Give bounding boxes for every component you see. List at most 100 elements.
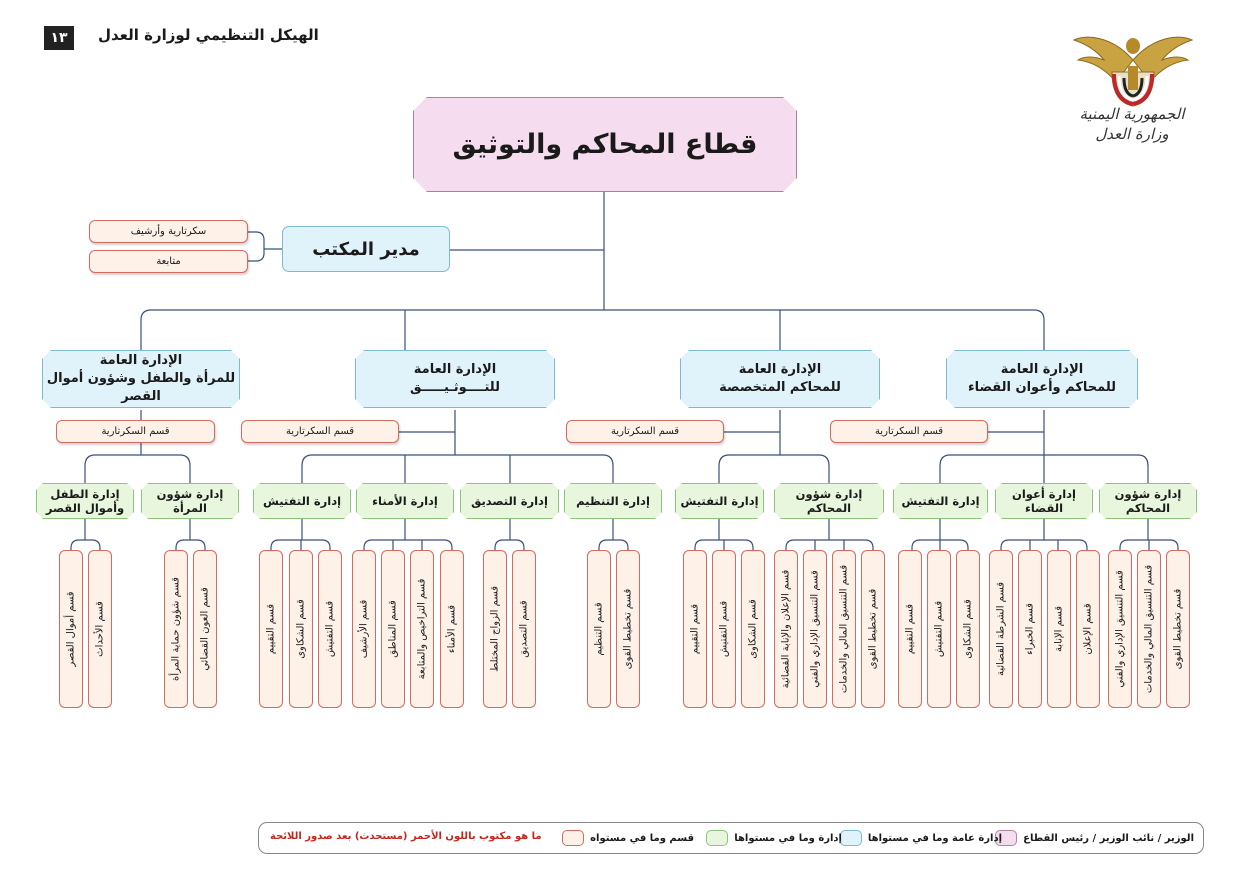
section-label: قسم الإعلان bbox=[1082, 603, 1094, 655]
gd-title-line1: الإدارة العامة bbox=[99, 353, 183, 368]
legend-item-minister: الوزير / نائب الوزير / رئيس القطاع bbox=[995, 830, 1194, 846]
section-box: قسم الأمناء bbox=[440, 550, 464, 708]
dept-inspection: إدارة التفتيش bbox=[893, 483, 988, 519]
section-box: قسم التقييم bbox=[259, 550, 283, 708]
secretariat-section: قسم السكرتارية bbox=[830, 420, 988, 443]
section-label: قسم الشكاوى bbox=[747, 599, 759, 659]
gd-notarization: الإدارة العامة للتــــوثـيـــــق bbox=[355, 350, 555, 408]
dept-inspection: إدارة التفتيش bbox=[253, 483, 351, 519]
section-label: قسم التقييم bbox=[904, 603, 916, 655]
section-box: قسم الإعلان والإنابة القضائية bbox=[774, 550, 798, 708]
secretariat-archive-unit: سكرتارية وأرشيف bbox=[89, 220, 248, 243]
legend-item-section: قسم وما في مستواه bbox=[562, 830, 694, 846]
gd-title-line1: الإدارة العامة bbox=[413, 362, 497, 377]
legend-label: الوزير / نائب الوزير / رئيس القطاع bbox=[1023, 832, 1194, 844]
section-label: قسم التفتيش bbox=[933, 600, 945, 658]
gd-title-line2: للمحاكم المتخصصة bbox=[719, 380, 841, 395]
section-box: قسم تخطيط القوى bbox=[616, 550, 640, 708]
ministry-logo-text: الجمهورية اليمنية وزارة العدل bbox=[1062, 104, 1202, 144]
section-box: قسم التنسيق الإداري والفني bbox=[1108, 550, 1132, 708]
section-box: قسم التصديق bbox=[512, 550, 536, 708]
section-label: قسم التنسيق الإداري والفني bbox=[1114, 570, 1126, 688]
gd-title-line2: للتــــوثـيـــــق bbox=[410, 380, 500, 395]
section-label: قسم الشكاوى bbox=[962, 599, 974, 659]
emblem-line1: الجمهورية اليمنية bbox=[1079, 105, 1185, 123]
secretariat-section: قسم السكرتارية bbox=[56, 420, 215, 443]
section-label: قسم تخطيط القوى bbox=[622, 588, 634, 670]
section-box: قسم تخطيط القوى bbox=[861, 550, 885, 708]
root-sector-box: قطاع المحاكم والتوثيق bbox=[413, 97, 797, 192]
section-label: قسم العون القضائي bbox=[199, 587, 211, 671]
secretariat-section: قسم السكرتارية bbox=[566, 420, 724, 443]
dept-trustees: إدارة الأمناء bbox=[356, 483, 454, 519]
gd-title-line1: الإدارة العامة bbox=[738, 362, 822, 377]
page-title: الهيكل التنظيمي لوزارة العدل bbox=[98, 26, 319, 44]
gd-title-line1: الإدارة العامة bbox=[1000, 362, 1084, 377]
section-box: قسم الأرشيف bbox=[352, 550, 376, 708]
section-box: قسم التقييم bbox=[898, 550, 922, 708]
gd-courts-judicial-assistants: الإدارة العامة للمحاكم وأعوان القضاء bbox=[946, 350, 1138, 408]
gd-title-line2: للمحاكم وأعوان القضاء bbox=[967, 380, 1117, 395]
section-box: قسم التقييم bbox=[683, 550, 707, 708]
page-number: ١٣ bbox=[44, 26, 74, 50]
section-box: قسم التنظيم bbox=[587, 550, 611, 708]
section-label: قسم الشكاوى bbox=[295, 599, 307, 659]
gd-women-children-minors: الإدارة العامة للمرأة والطفل وشؤون أموال… bbox=[42, 350, 240, 408]
section-label: قسم التقييم bbox=[265, 603, 277, 655]
section-box: قسم أموال القصر bbox=[59, 550, 83, 708]
legend-note: ما هو مكتوب باللون الأحمر (مستحدث) بعد ص… bbox=[270, 831, 542, 842]
section-label: قسم التفتيش bbox=[324, 600, 336, 658]
section-label: قسم التنسيق المالي والخدمات bbox=[1143, 564, 1155, 694]
section-label: قسم الأحداث bbox=[94, 601, 106, 657]
section-box: قسم الزواج المختلط bbox=[483, 550, 507, 708]
legend-label: قسم وما في مستواه bbox=[590, 832, 694, 844]
section-box: قسم التراخيص والمتابعة bbox=[410, 550, 434, 708]
legend-item-department: إدارة وما في مستواها bbox=[706, 830, 842, 846]
section-box: قسم شؤون حماية المرأة bbox=[164, 550, 188, 708]
section-label: قسم تخطيط القوى bbox=[867, 588, 879, 670]
legend-swatch bbox=[706, 830, 729, 846]
dept-court-affairs: إدارة شؤون المحاكم bbox=[774, 483, 884, 519]
section-box: قسم التنسيق المالي والخدمات bbox=[832, 550, 856, 708]
dept-authentication: إدارة التصديق bbox=[460, 483, 559, 519]
legend-label: إدارة وما في مستواها bbox=[734, 832, 842, 844]
section-box: قسم التنسيق المالي والخدمات bbox=[1137, 550, 1161, 708]
section-label: قسم الإنابة bbox=[1053, 606, 1065, 652]
section-label: قسم التصديق bbox=[518, 600, 530, 658]
section-label: قسم تخطيط القوى bbox=[1172, 588, 1184, 670]
section-box: قسم تخطيط القوى bbox=[1166, 550, 1190, 708]
section-box: قسم الشكاوى bbox=[741, 550, 765, 708]
dept-organization: إدارة التنظيم bbox=[564, 483, 662, 519]
emblem-line2: وزارة العدل bbox=[1095, 125, 1169, 143]
secretariat-section: قسم السكرتارية bbox=[241, 420, 399, 443]
section-label: قسم الأمناء bbox=[446, 604, 458, 654]
section-box: قسم الشكاوى bbox=[289, 550, 313, 708]
section-label: قسم التنظيم bbox=[593, 602, 605, 656]
section-label: قسم الشرطة القضائية bbox=[995, 581, 1007, 677]
section-label: قسم التنسيق الإداري والفني bbox=[809, 570, 821, 688]
section-label: قسم الإعلان والإنابة القضائية bbox=[780, 569, 792, 689]
section-box: قسم الشرطة القضائية bbox=[989, 550, 1013, 708]
section-box: قسم التفتيش bbox=[927, 550, 951, 708]
legend-swatch bbox=[562, 830, 585, 846]
dept-child-minors-funds: إدارة الطفل وأموال القصر bbox=[36, 483, 134, 519]
follow-up-unit: متابعة bbox=[89, 250, 248, 273]
section-label: قسم التراخيص والمتابعة bbox=[416, 578, 428, 680]
section-box: قسم العون القضائي bbox=[193, 550, 217, 708]
section-label: قسم الخبراء bbox=[1024, 603, 1036, 655]
dept-inspection: إدارة التفتيش bbox=[675, 483, 764, 519]
section-label: قسم التقييم bbox=[689, 603, 701, 655]
dept-women-affairs: إدارة شؤون المرأة bbox=[141, 483, 239, 519]
legend-label: إدارة عامة وما في مستواها bbox=[867, 832, 1002, 844]
dept-judicial-assistants: إدارة أعوان القضاء bbox=[995, 483, 1093, 519]
yemen-emblem bbox=[1072, 36, 1194, 107]
section-box: قسم المناطق bbox=[381, 550, 405, 708]
section-label: قسم التفتيش bbox=[718, 600, 730, 658]
section-label: قسم الزواج المختلط bbox=[489, 586, 501, 673]
gd-title-line2: للمرأة والطفل وشؤون أموال القصر bbox=[46, 371, 236, 404]
section-box: قسم التنسيق الإداري والفني bbox=[803, 550, 827, 708]
section-box: قسم الأحداث bbox=[88, 550, 112, 708]
section-box: قسم الخبراء bbox=[1018, 550, 1042, 708]
section-label: قسم شؤون حماية المرأة bbox=[170, 577, 182, 681]
